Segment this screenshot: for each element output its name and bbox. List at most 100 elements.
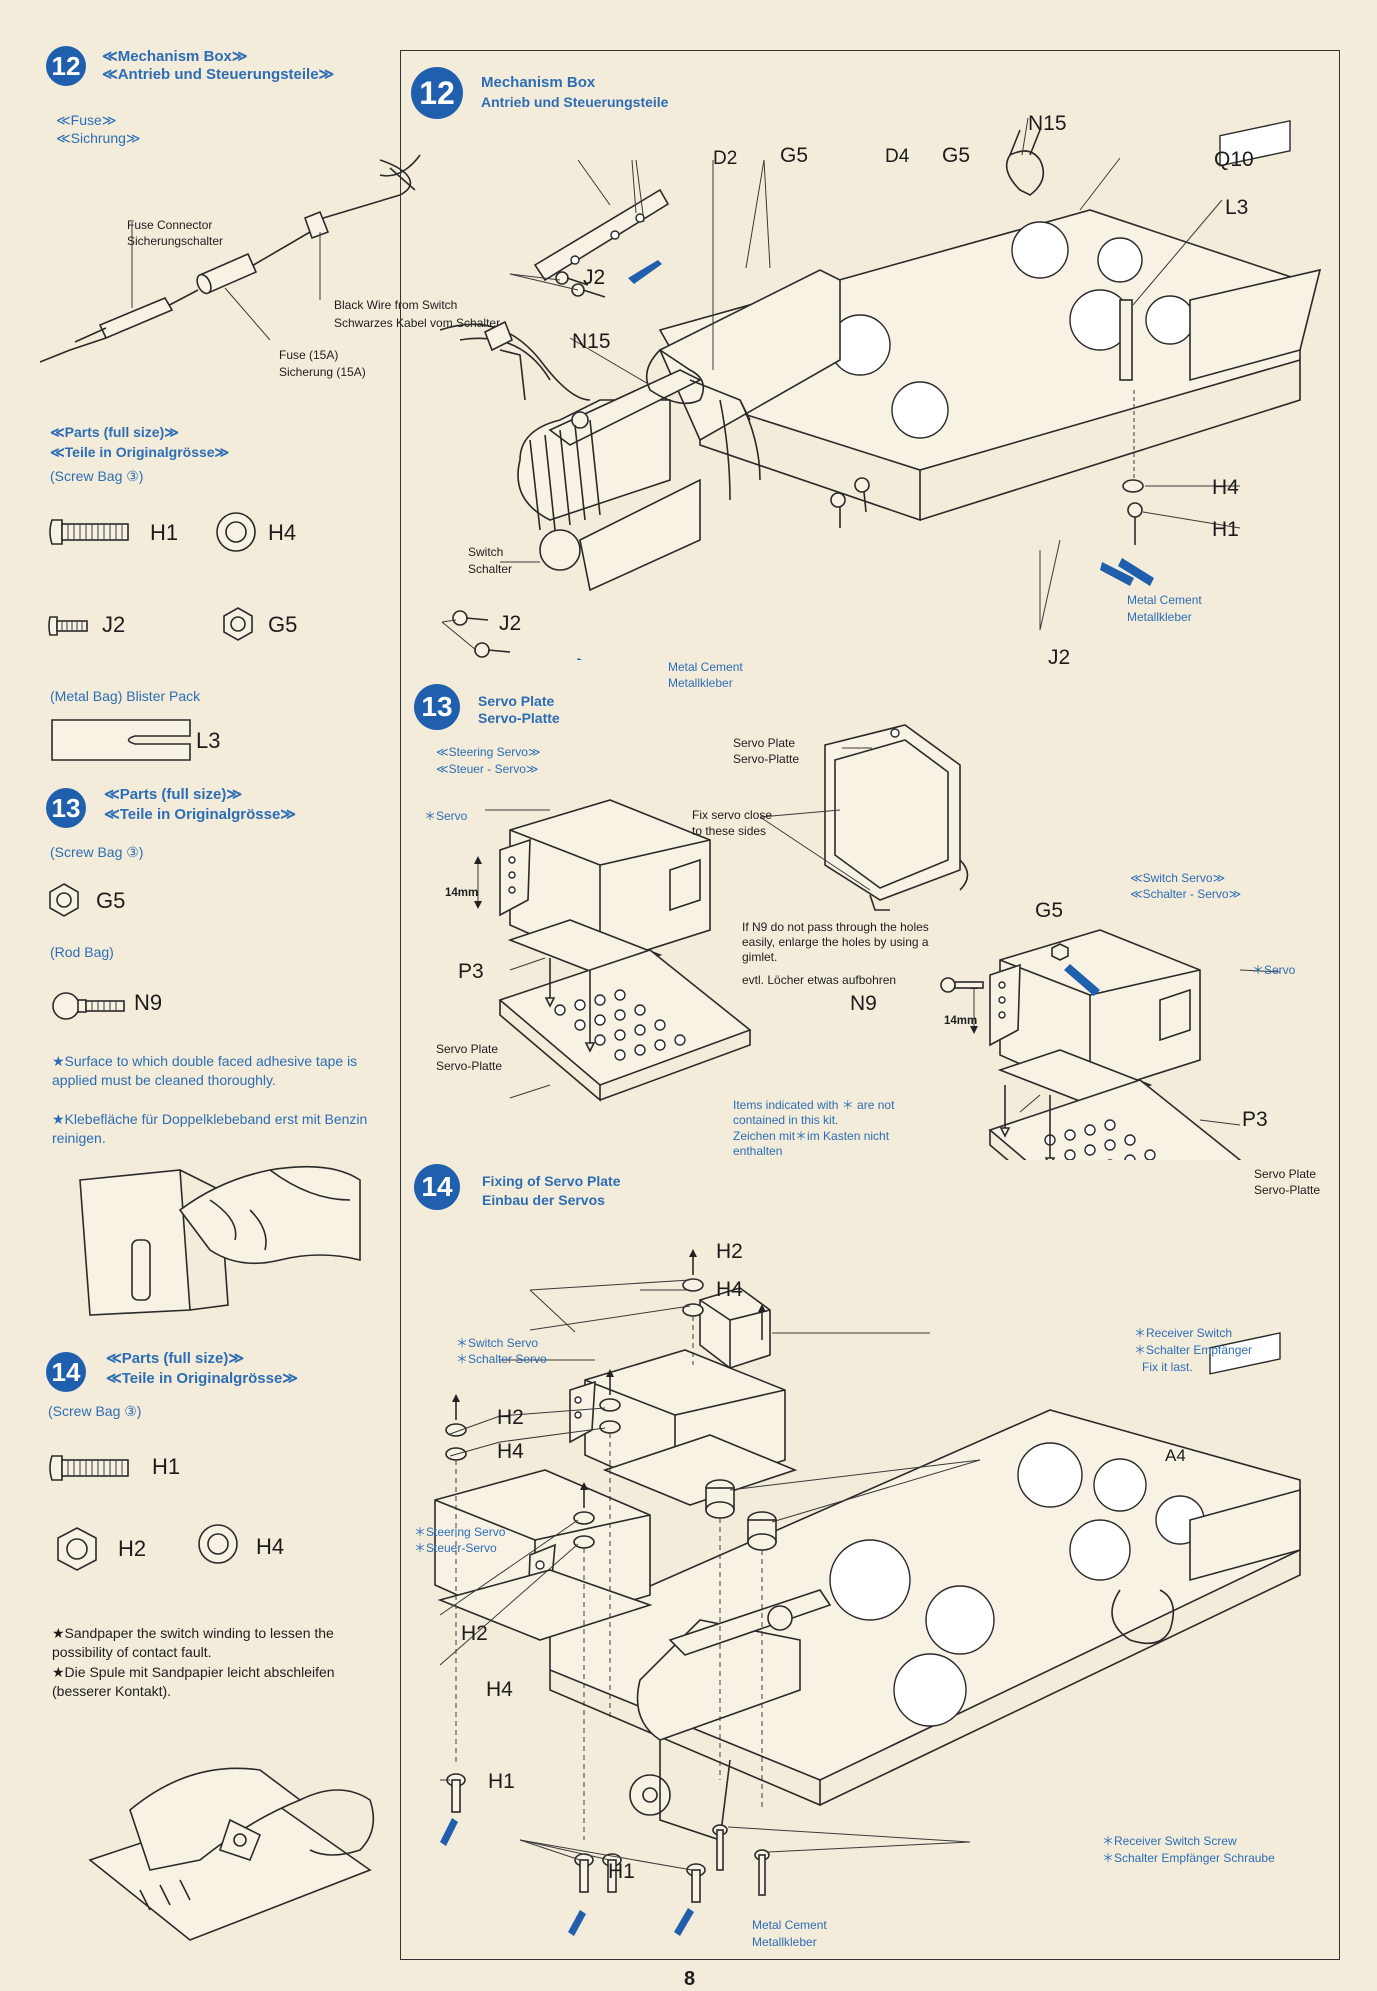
step-14-right-title-de: Einbau der Servos: [482, 1192, 605, 1208]
s14-note-en: ★Sandpaper the switch winding to lessen …: [52, 1625, 334, 1660]
label-j2b: J2: [499, 612, 522, 635]
s14-screw-bag: (Screw Bag ③): [48, 1403, 142, 1419]
l3-label: L3: [196, 728, 221, 753]
dim-14mm-right: 14mm: [944, 1015, 978, 1027]
g5-label: G5: [268, 612, 298, 637]
step-12-title-en: ≪Mechanism Box≫: [102, 48, 248, 65]
label-h4: H4: [1212, 476, 1239, 499]
fuse-connector-label: Fuse Connector: [127, 218, 213, 232]
g5-label-2: G5: [96, 888, 126, 913]
switch-label-de: Schalter: [468, 562, 513, 576]
label-j2a: J2: [583, 266, 606, 289]
label-n15b: N15: [572, 330, 611, 353]
metal-cement-label-2: Metal Cement: [668, 660, 743, 674]
metal-cement-label-1-de: Metallkleber: [1127, 610, 1192, 624]
s14-parts-title-de: ≪Teile in Originalgrösse≫: [106, 1370, 299, 1387]
main-frame: [400, 50, 1340, 1960]
receiver-switch-label: ＊Receiver Switch: [1134, 1326, 1233, 1340]
g5-nut-icon: [223, 607, 253, 641]
label-n9-right: N9: [850, 992, 877, 1015]
label-p3-right: P3: [1242, 1108, 1268, 1131]
servo-plate-fixing-diagram: [434, 1249, 1301, 1936]
step-12-right-title-en: Mechanism Box: [481, 74, 596, 91]
step-13-badge-left: 13: [46, 788, 86, 828]
h2-label: H2: [118, 1536, 147, 1561]
step-13-right-title-en: Servo Plate: [478, 693, 555, 709]
black-wire-label: Black Wire from Switch: [334, 298, 458, 312]
servo-plate-label-top-de: Servo-Platte: [733, 752, 800, 766]
fix-servo-close: Fix servo close: [692, 808, 773, 822]
step-13-right-title-de: Servo-Platte: [478, 710, 560, 726]
metal-cement-label-1: Metal Cement: [1127, 593, 1202, 607]
label-d4: D4: [885, 146, 910, 167]
step-12-badge-right: 12: [411, 67, 463, 119]
label-g5a: G5: [780, 144, 809, 167]
label-h2c: H2: [461, 1622, 488, 1645]
step-14-badge-left: 14: [46, 1352, 86, 1392]
h4-label-2: H4: [256, 1534, 285, 1559]
black-wire-label-de: Schwarzes Kabel vom Schalter: [334, 316, 501, 330]
step-14-badge-right: 14: [414, 1164, 460, 1210]
label-n15a: N15: [1028, 112, 1067, 135]
switch-servo-title-de: ≪Schalter - Servo≫: [1130, 887, 1242, 901]
receiver-switch-screw-label-de: ＊Schalter Empfänger Schraube: [1102, 1851, 1275, 1865]
n9-label: N9: [134, 990, 163, 1015]
fuse-label-de: Sicherung (15A): [279, 365, 366, 379]
s12-parts-title-de: ≪Teile in Originalgrösse≫: [50, 444, 230, 460]
step-12-right-title-de: Antrieb und Steuerungsteile: [481, 94, 669, 110]
dim-14mm-left: 14mm: [445, 887, 479, 899]
items-not-included-note-de: Zeichen mit＊im Kasten nicht enthalten: [733, 1129, 890, 1158]
n9-ball-icon: [52, 992, 125, 1020]
label-g5b: G5: [942, 144, 971, 167]
metal-cement-label-3-de: Metallkleber: [752, 1935, 817, 1949]
s13-note-en: ★Surface to which double faced adhesive …: [52, 1053, 358, 1088]
label-h1b: H1: [608, 1860, 635, 1883]
fuse-label: Fuse (15A): [279, 348, 339, 362]
h1-screw-icon: [49, 519, 129, 545]
step-14-right-title-en: Fixing of Servo Plate: [482, 1173, 621, 1189]
h4-washer-icon-2: [198, 1524, 238, 1564]
s13-note-de: ★Klebefläche für Doppelklebeband erst mi…: [52, 1111, 368, 1146]
rod-bag-label: (Rod Bag): [50, 944, 114, 960]
label-g5-right: G5: [1035, 899, 1064, 922]
metal-bag-label: (Metal Bag) Blister Pack: [50, 688, 201, 704]
step-12-title-de: ≪Antrieb und Steuerungsteile≫: [102, 66, 335, 83]
label-d2: D2: [713, 148, 738, 169]
h4-label: H4: [268, 520, 297, 545]
metal-cement-label-2-de: Metallkleber: [668, 676, 733, 690]
switch-servo-label-de: ＊Schalter Servo: [456, 1352, 547, 1366]
h1-screw-icon-2: [49, 1455, 129, 1481]
j2-screw-icon: [48, 616, 88, 636]
step-12-badge: 12: [46, 46, 86, 86]
servo-plate-label-left-de: Servo-Platte: [436, 1059, 503, 1073]
steering-servo-title-de: ≪Steuer - Servo≫: [436, 762, 539, 776]
cleaning-hand-illustration: [79, 1165, 361, 1316]
servo-plate-label-top: Servo Plate: [733, 736, 796, 750]
label-h4b: H4: [497, 1440, 524, 1463]
servo-plate-diagram: [474, 724, 1281, 1160]
receiver-switch-screw-label: ＊Receiver Switch Screw: [1102, 1834, 1237, 1848]
label-p3-left: P3: [458, 960, 484, 983]
s13-parts-title-en: ≪Parts (full size)≫: [104, 786, 243, 803]
servo-label-right: ＊Servo: [1252, 963, 1296, 977]
n9-gimlet-note-de: evtl. Löcher etwas aufbohren: [742, 973, 897, 987]
metal-cement-label-3: Metal Cement: [752, 1918, 827, 1932]
label-h2b: H2: [497, 1406, 524, 1429]
page-number: 8: [684, 1968, 696, 1990]
receiver-switch-label-de: ＊Schalter Empfänger: [1134, 1343, 1253, 1357]
label-h1: H1: [1212, 518, 1239, 541]
label-a4: A4: [1165, 1446, 1186, 1465]
s13-parts-title-de: ≪Teile in Originalgrösse≫: [104, 806, 297, 823]
fix-servo-close-2: to these sides: [692, 824, 767, 838]
label-h4a: H4: [716, 1278, 743, 1301]
h1-label-2: H1: [152, 1454, 181, 1479]
s13-screw-bag: (Screw Bag ③): [50, 844, 144, 860]
label-h2a: H2: [716, 1240, 743, 1263]
fuse-connector-label-de: Sicherungschalter: [127, 234, 224, 248]
label-q10: Q10: [1214, 148, 1254, 171]
fuse-title-de: ≪Sichrung≫: [56, 130, 141, 146]
mechanism-box-diagram: [439, 117, 1322, 660]
servo-plate-label-right-de: Servo-Platte: [1254, 1183, 1321, 1197]
label-l3: L3: [1225, 196, 1249, 219]
h1-label: H1: [150, 520, 179, 545]
